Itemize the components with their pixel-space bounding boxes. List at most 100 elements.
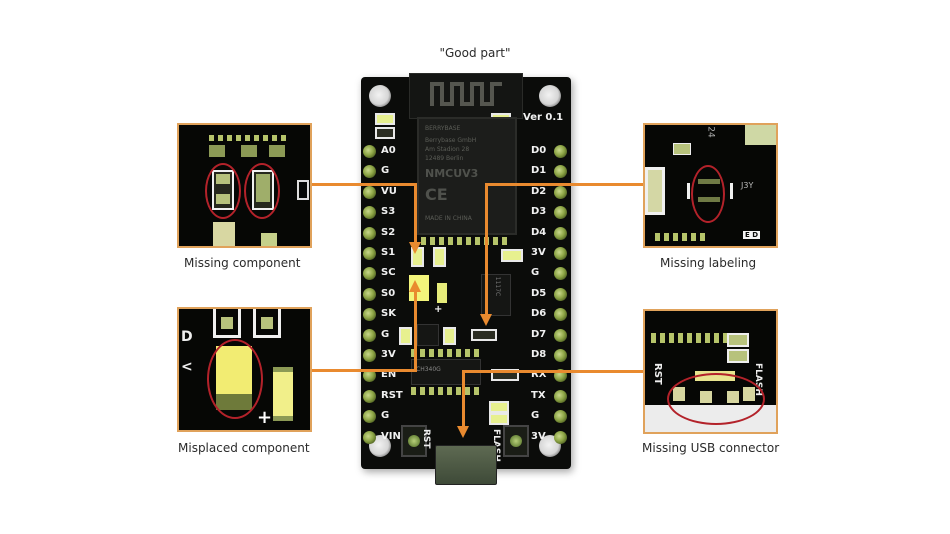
arrow-misplaced-component <box>414 290 417 372</box>
header-pin <box>554 308 567 322</box>
caption-missing-component: Missing component <box>184 256 301 270</box>
header-pin <box>363 328 376 342</box>
highlight-ring <box>244 163 280 219</box>
status-led <box>489 413 509 425</box>
header-pin <box>554 226 567 240</box>
module-pads <box>421 237 511 245</box>
header-pin <box>554 267 567 281</box>
pin-label: G <box>381 410 390 422</box>
pad <box>269 145 285 157</box>
capacitor <box>261 233 277 246</box>
ce-mark: CE <box>425 185 448 204</box>
arrowhead-down-icon <box>457 426 469 438</box>
led <box>673 143 691 155</box>
plus-marking: + <box>434 304 443 315</box>
wifi-antenna <box>409 73 523 119</box>
nodemcu-board: Ver 0.1 BERRYBASE Berrybase GmbH Am Stad… <box>361 73 571 485</box>
highlight-ring <box>205 163 241 219</box>
pin-label: RST <box>381 389 403 401</box>
chip-label: CH340G <box>416 366 441 373</box>
inset-missing-usb-connector: RST FLASH <box>643 309 778 434</box>
rst-label: RST <box>421 429 431 449</box>
pad <box>241 145 257 157</box>
pin-label: EN <box>381 369 397 381</box>
header-pin <box>554 145 567 158</box>
module-brand: BERRYBASE <box>425 125 461 132</box>
header-pin <box>363 349 376 362</box>
arrow-missing-component <box>305 183 417 186</box>
regulator-label: 1117C <box>494 276 502 297</box>
arrowhead-up-icon <box>409 280 421 292</box>
header-pin <box>554 430 567 444</box>
flash-button <box>503 425 529 457</box>
smd-component <box>443 327 456 345</box>
header-pin <box>363 287 376 301</box>
reset-button <box>401 425 427 457</box>
smd-capacitor <box>437 283 447 303</box>
pads <box>209 135 289 141</box>
silk-text: 24 <box>705 126 716 138</box>
pin-label: RX <box>531 369 547 381</box>
pin-label: G <box>381 165 390 177</box>
pad <box>209 145 225 157</box>
arrowhead-down-icon <box>409 242 421 254</box>
pin-label: D4 <box>531 226 547 238</box>
silk-fragment: D <box>181 329 193 345</box>
pin-label: G <box>381 328 390 340</box>
inset-misplaced-component: + D < <box>177 307 312 432</box>
pin-label: D1 <box>531 165 547 177</box>
header-pin <box>554 410 567 424</box>
pads <box>655 233 705 241</box>
caption-missing-labeling: Missing labeling <box>660 256 757 270</box>
header-pin <box>554 287 567 301</box>
version-label: Ver 0.1 <box>523 112 564 123</box>
arrowhead-down-icon <box>480 314 492 326</box>
pin-label: G <box>531 267 540 279</box>
pin-label: TX <box>531 389 546 401</box>
esp-module: BERRYBASE Berrybase GmbH Am Stadion 28 1… <box>417 117 517 235</box>
pin-label: S0 <box>381 287 396 299</box>
pin-label: 3V <box>381 349 396 360</box>
pin-label: D6 <box>531 308 547 320</box>
arrow-missing-usb-connector <box>462 370 643 373</box>
pin-label: D3 <box>531 206 547 218</box>
pin-label: D2 <box>531 185 547 197</box>
header-pin <box>554 185 567 199</box>
pin-label: D7 <box>531 328 547 340</box>
board-edge <box>745 125 776 145</box>
module-text: Berrybase GmbH <box>425 137 477 144</box>
chip-pads <box>411 387 481 395</box>
smd-component <box>501 249 523 262</box>
arrow-missing-labeling <box>485 183 488 317</box>
header-pin <box>554 328 567 342</box>
silk-text: E D <box>743 231 761 239</box>
smd-component <box>375 113 395 125</box>
module-text: 12489 Berlin <box>425 155 464 162</box>
chip-pads <box>651 333 727 343</box>
header-pin <box>363 389 376 403</box>
header-pin <box>363 369 376 383</box>
header-pin <box>554 165 567 179</box>
inset-missing-component <box>177 123 312 248</box>
led <box>727 349 749 363</box>
highlight-ring <box>691 165 725 223</box>
pin-label: D5 <box>531 287 547 299</box>
header-pin <box>554 206 567 220</box>
mounting-hole <box>539 85 561 107</box>
pin-label: G <box>531 410 540 422</box>
footprint <box>253 309 281 338</box>
pin-label: VU <box>381 185 397 197</box>
header-pin <box>363 410 376 424</box>
smd-component <box>375 127 395 139</box>
header-pin <box>363 206 376 220</box>
footprint <box>213 309 241 338</box>
caption-missing-usb-connector: Missing USB connector <box>642 441 780 455</box>
pin-label: SC <box>381 267 396 279</box>
silk-text: J3Y <box>741 181 754 190</box>
module-origin: MADE IN CHINA <box>425 215 472 222</box>
silk-fragment: < <box>181 359 193 375</box>
smd-outline <box>297 180 309 200</box>
led <box>727 333 749 347</box>
pin-label: A0 <box>381 145 396 156</box>
smd-component <box>399 327 412 345</box>
